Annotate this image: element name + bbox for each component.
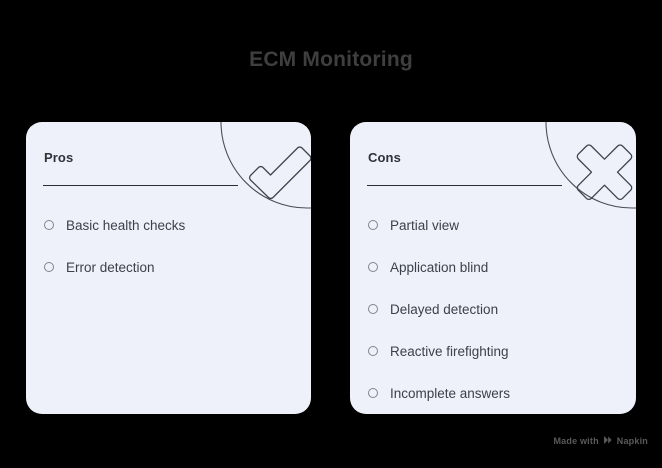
napkin-logo-icon bbox=[603, 435, 613, 447]
cons-card: Cons Partial view Application blind Dela… bbox=[350, 122, 636, 414]
circle-bullet-icon bbox=[368, 388, 378, 398]
watermark-brand: Napkin bbox=[616, 436, 648, 446]
circle-bullet-icon bbox=[368, 262, 378, 272]
list-item-label: Reactive firefighting bbox=[390, 343, 509, 359]
pros-card: Pros Basic health checks Error detection bbox=[26, 122, 311, 414]
pros-card-divider bbox=[43, 185, 238, 186]
pros-item-list: Basic health checks Error detection bbox=[26, 204, 311, 288]
list-item-label: Incomplete answers bbox=[390, 385, 511, 401]
cons-item-list: Partial view Application blind Delayed d… bbox=[350, 204, 636, 414]
napkin-watermark: Made with Napkin bbox=[553, 435, 648, 447]
list-item-label: Delayed detection bbox=[390, 301, 499, 317]
list-item-label: Partial view bbox=[390, 217, 460, 233]
list-item: Basic health checks bbox=[26, 204, 311, 246]
cons-card-heading: Cons bbox=[368, 150, 401, 165]
list-item: Reactive firefighting bbox=[350, 330, 636, 372]
list-item: Partial view bbox=[350, 204, 636, 246]
pros-card-heading: Pros bbox=[44, 150, 74, 165]
list-item: Incomplete answers bbox=[350, 372, 636, 414]
list-item-label: Application blind bbox=[390, 259, 489, 275]
list-item: Application blind bbox=[350, 246, 636, 288]
circle-bullet-icon bbox=[368, 346, 378, 356]
list-item-label: Error detection bbox=[66, 259, 155, 275]
circle-bullet-icon bbox=[44, 220, 54, 230]
circle-bullet-icon bbox=[44, 262, 54, 272]
circle-bullet-icon bbox=[368, 304, 378, 314]
list-item: Error detection bbox=[26, 246, 311, 288]
cons-card-divider bbox=[367, 185, 562, 186]
list-item-label: Basic health checks bbox=[66, 217, 186, 233]
circle-bullet-icon bbox=[368, 220, 378, 230]
list-item: Delayed detection bbox=[350, 288, 636, 330]
page-title: ECM Monitoring bbox=[249, 48, 413, 71]
watermark-prefix: Made with bbox=[553, 436, 599, 446]
